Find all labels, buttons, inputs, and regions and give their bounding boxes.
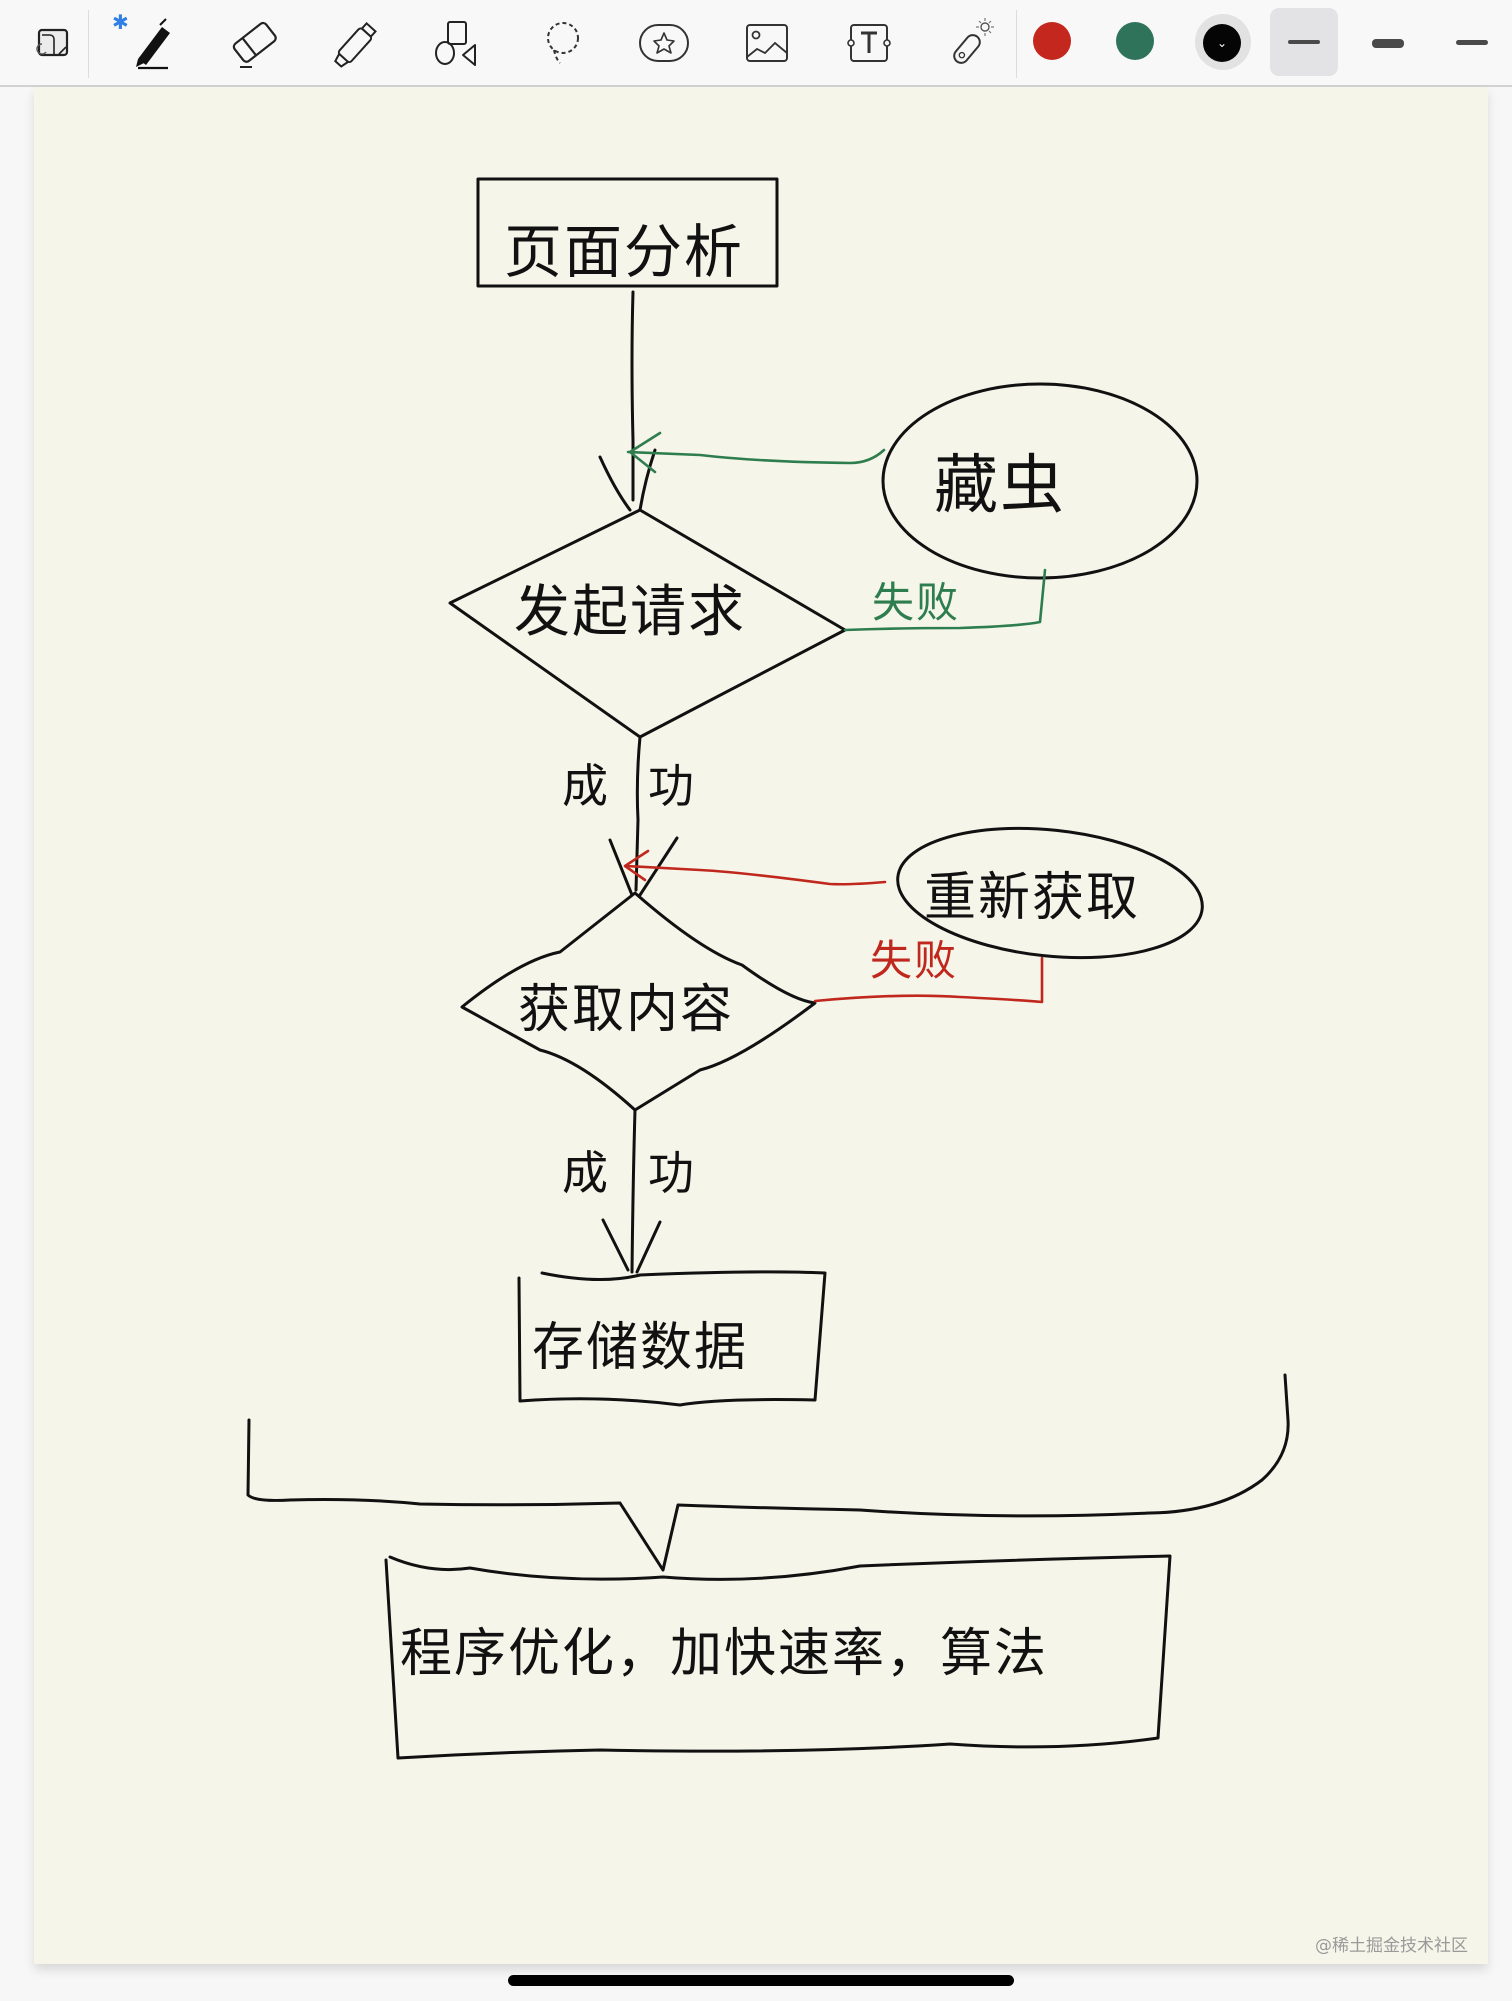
shapes-icon	[435, 21, 476, 66]
highlighter-icon	[334, 21, 377, 68]
node-page-analysis: 页面分析	[504, 218, 745, 286]
shapes-tool[interactable]	[425, 10, 493, 76]
stroke-width-thin-button[interactable]	[1270, 8, 1338, 76]
text-box-icon	[847, 24, 891, 62]
toolbar: ✱	[0, 0, 1512, 87]
box-page-analysis	[476, 177, 779, 288]
bluetooth-icon: ✱	[112, 10, 129, 34]
page-layout-button[interactable]	[16, 10, 84, 76]
edge-label-fail-red: 失败	[870, 936, 959, 985]
sticker-tool[interactable]	[630, 10, 698, 76]
watermark: @稀土掘金技术社区	[1315, 1936, 1468, 1956]
chevron-down-icon: ⌄	[1216, 36, 1228, 50]
node-store-data: 存储数据	[532, 1318, 749, 1378]
eraser-icon	[232, 21, 277, 68]
color-swatch-red[interactable]	[1033, 22, 1071, 60]
thick-line-icon	[1372, 39, 1404, 48]
laser-pointer-tool[interactable]	[937, 10, 1005, 76]
image-tool[interactable]	[733, 10, 801, 76]
edge-label-fail-green: 失败	[872, 578, 961, 627]
toolbar-separator	[88, 10, 89, 78]
highlighter-tool[interactable]	[323, 10, 391, 76]
home-indicator[interactable]	[508, 1975, 1014, 1986]
node-fetch-content: 获取内容	[518, 980, 735, 1040]
sticker-icon	[639, 24, 689, 62]
color-swatch-black[interactable]: ⌄	[1203, 24, 1241, 62]
color-swatch-green[interactable]	[1116, 22, 1154, 60]
eraser-tool[interactable]	[220, 10, 288, 76]
lasso-tool[interactable]	[528, 10, 596, 76]
note-page[interactable]: 页面分析 发起请求 藏虫 失败 成 功 重新获取 失败 获取内容 成 功 存储数…	[34, 87, 1488, 1964]
text-box-tool[interactable]	[835, 10, 903, 76]
edge-label-success-1a: 成	[562, 759, 610, 813]
edge-label-success-2a: 成	[562, 1146, 610, 1200]
toolbar-separator	[1016, 10, 1017, 78]
node-optimize: 程序优化，加快速率，算法	[400, 1624, 1049, 1684]
pen-tool[interactable]	[118, 10, 186, 76]
thin-line-icon	[1288, 40, 1320, 44]
flowchart-drawing	[246, 177, 1290, 1760]
laser-pointer-icon	[953, 18, 994, 64]
pen-icon	[136, 18, 170, 70]
stroke-width-medium-button[interactable]	[1440, 8, 1500, 76]
node-send-request: 发起请求	[514, 580, 746, 645]
node-hide-crawler: 藏虫	[934, 449, 1066, 523]
edge-label-success-2b: 功	[648, 1146, 696, 1200]
lasso-icon	[547, 22, 579, 64]
stroke-width-thick-button[interactable]	[1358, 8, 1418, 76]
page-layout-icon	[36, 28, 69, 57]
image-icon	[746, 24, 788, 62]
edge-label-success-1b: 功	[648, 759, 696, 813]
medium-line-icon	[1456, 40, 1488, 45]
node-refetch: 重新获取	[924, 868, 1141, 928]
